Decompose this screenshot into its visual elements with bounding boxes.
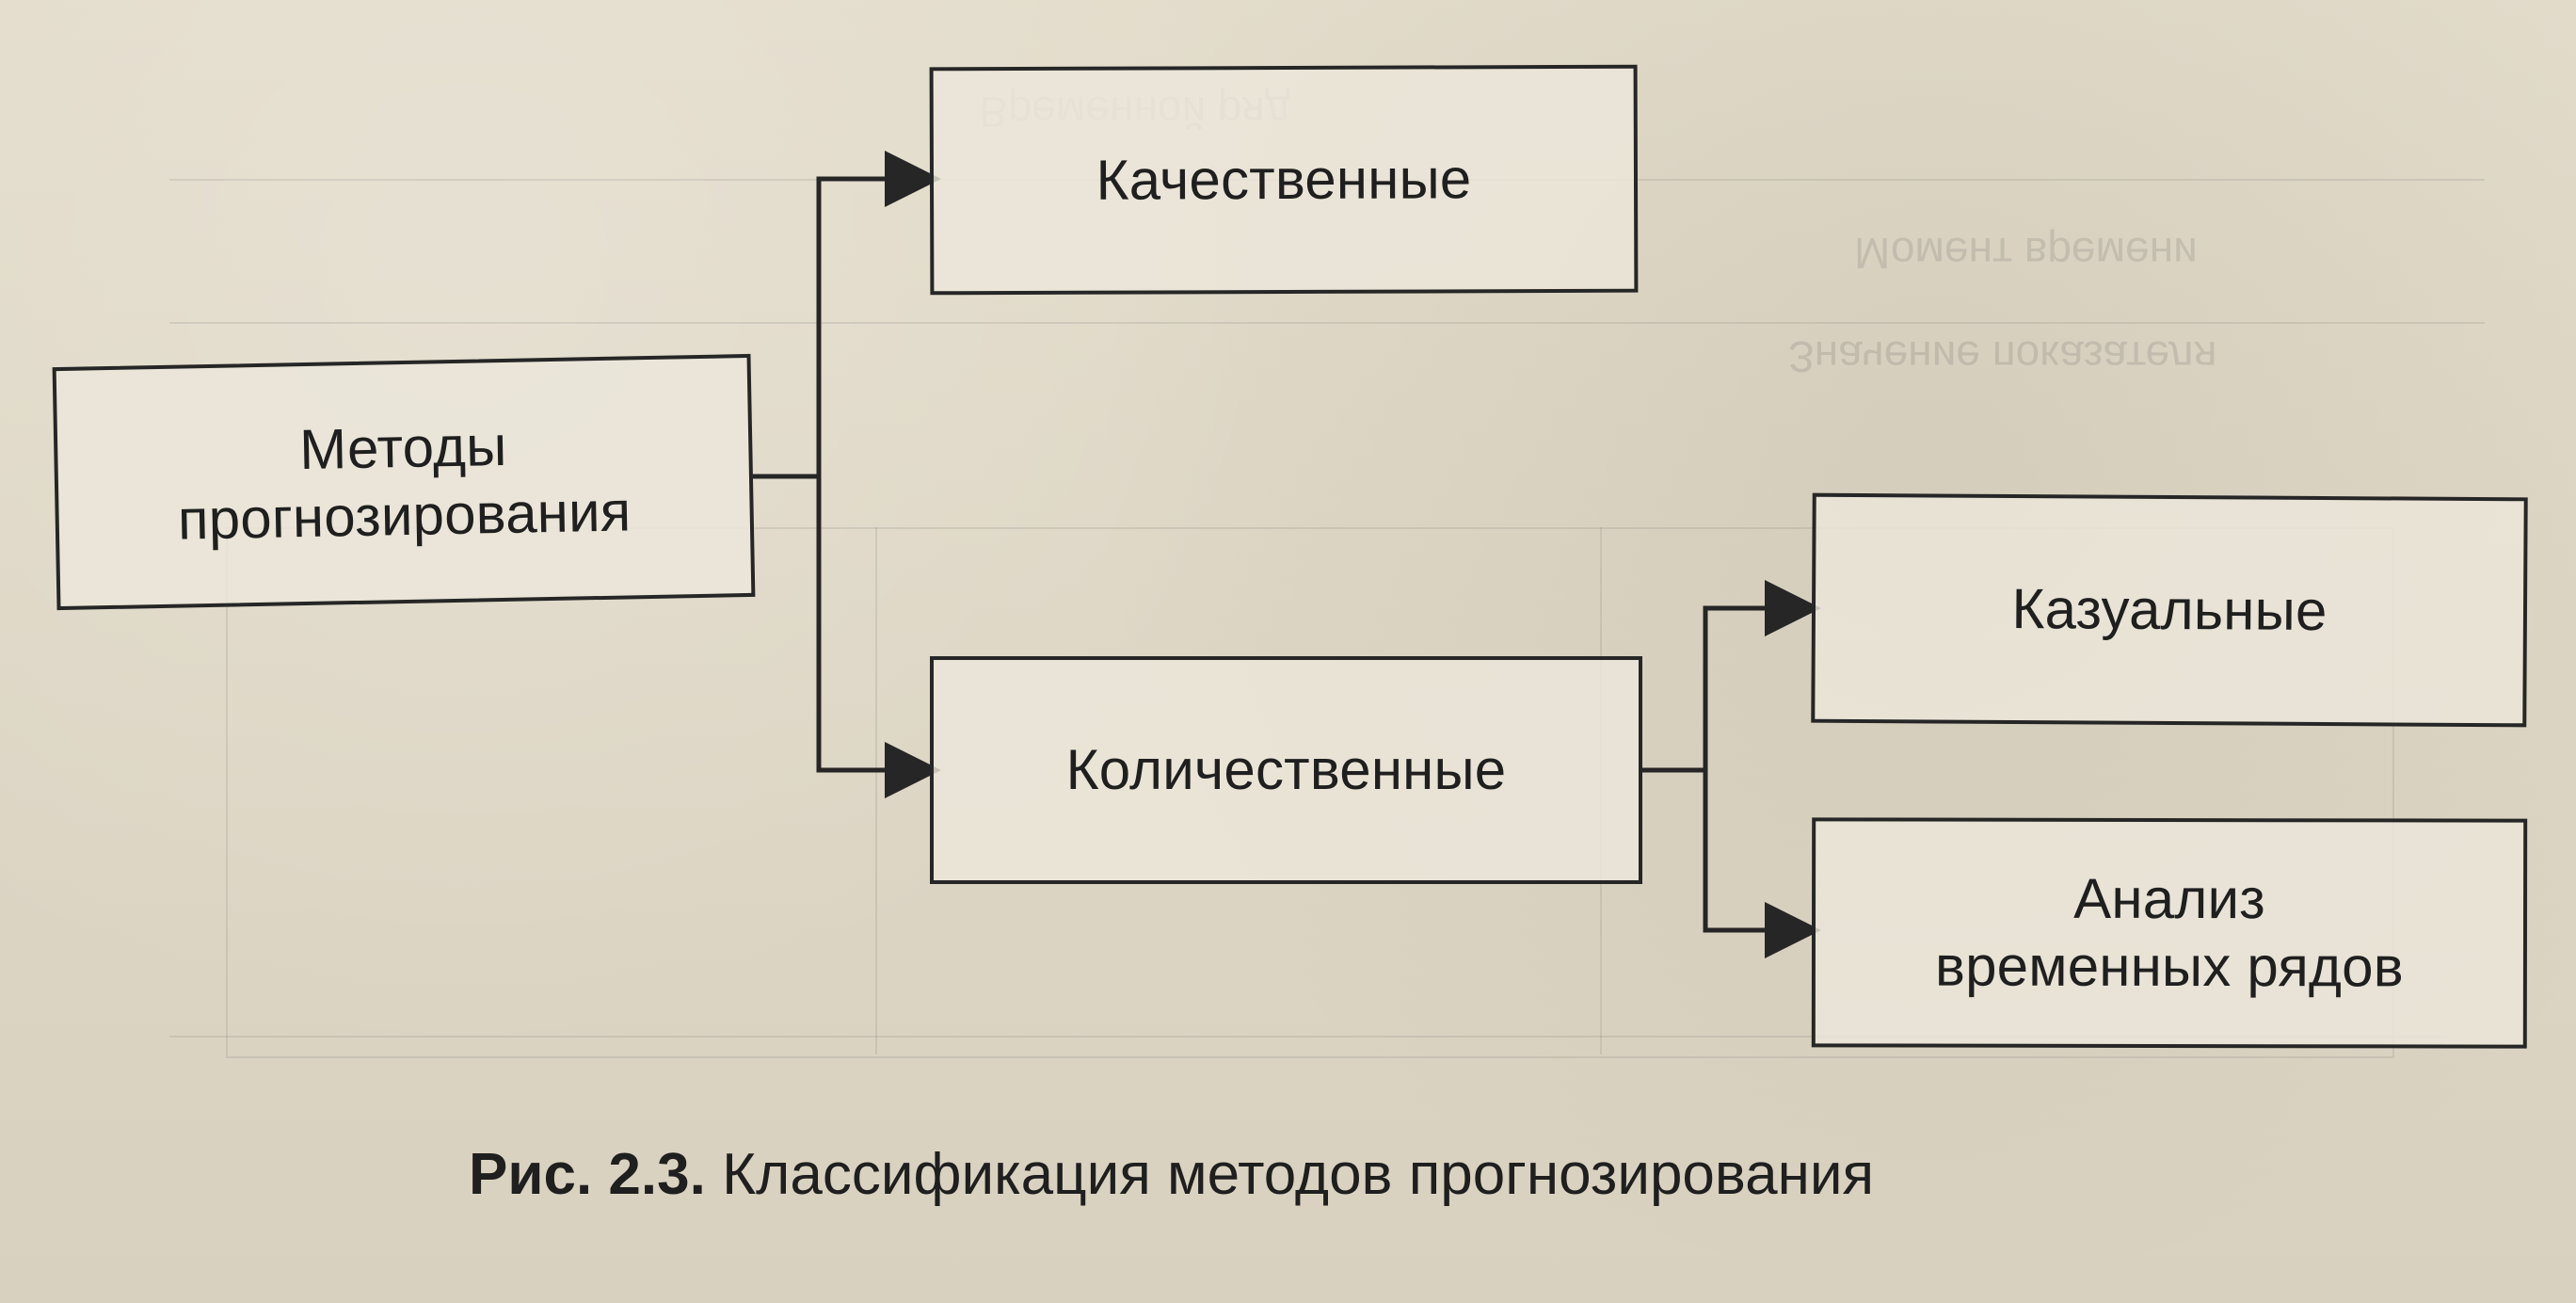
- root-node-line-1: Методы: [298, 413, 508, 482]
- time-series-node-label: Анализ временных рядов: [1935, 865, 2404, 1002]
- root-to-qualitative-connector: [816, 151, 941, 476]
- quantitative-to-causal-connector: [1703, 580, 1821, 770]
- background-bleed-grid-middle: [226, 527, 2394, 1058]
- figure-caption-label: Рис. 2.3.: [469, 1142, 706, 1207]
- qualitative-node-label: Качественные: [1096, 147, 1472, 212]
- causal-node: Казуальные: [1811, 492, 2528, 728]
- background-bleed-column-a: [875, 527, 877, 1054]
- quantitative-to-time-series-connector: [1703, 770, 1821, 958]
- root-node-label: Методы прогнозирования: [176, 410, 632, 554]
- qualitative-node: Качественные: [929, 64, 1639, 296]
- root-node-line-2: прогнозирования: [177, 479, 632, 552]
- quantitative-node-label: Количественные: [1065, 738, 1507, 801]
- background-bleed-bottom: [169, 1036, 2447, 1150]
- figure-caption: Рис. 2.3. Классификация методов прогнози…: [469, 1146, 1874, 1204]
- quantitative-node: Количественные: [930, 656, 1642, 884]
- time-series-node-line-1: Анализ: [2073, 866, 2265, 931]
- root-node: Методы прогнозирования: [52, 353, 756, 611]
- time-series-node: Анализ временных рядов: [1811, 817, 2528, 1049]
- figure-caption-text: Классификация методов прогнозирования: [722, 1142, 1875, 1207]
- time-series-node-line-2: временных рядов: [1935, 934, 2404, 999]
- causal-node-label: Казуальные: [2011, 576, 2328, 643]
- root-to-quantitative-connector: [816, 476, 941, 798]
